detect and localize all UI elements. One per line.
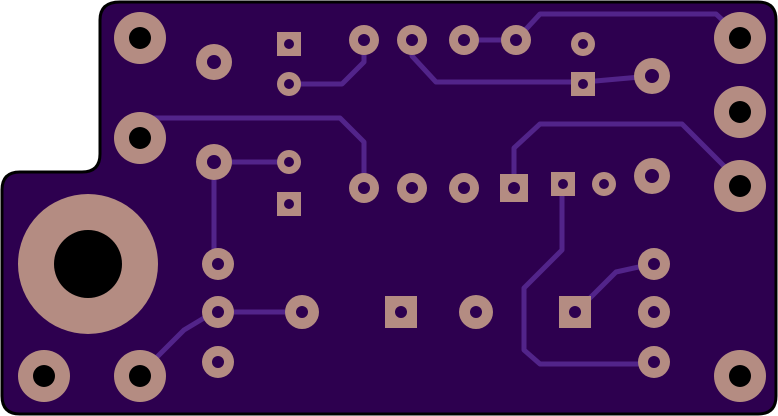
mount-hole-bottom-left-b	[114, 350, 166, 402]
round-pads	[196, 44, 670, 378]
header-top	[349, 25, 531, 55]
trace	[511, 121, 745, 191]
small-round-pad	[571, 32, 595, 56]
header-pin	[449, 25, 479, 55]
pad	[196, 144, 232, 180]
jack-hole	[54, 230, 122, 298]
header-pin	[397, 25, 427, 55]
mount-hole-top-left	[114, 12, 166, 64]
header-pin-square	[500, 174, 528, 202]
header-pin	[397, 173, 427, 203]
small-pads	[277, 32, 616, 216]
small-square-pad	[571, 72, 595, 96]
pad	[638, 346, 670, 378]
pad	[202, 248, 234, 280]
square-pad	[385, 296, 417, 328]
header-pin	[501, 25, 531, 55]
small-square-pad	[277, 192, 301, 216]
small-round-pad	[592, 172, 616, 196]
pad	[459, 295, 493, 329]
small-round-pad	[277, 150, 301, 174]
header-middle	[349, 173, 528, 203]
square-pad	[559, 296, 591, 328]
trace	[521, 181, 655, 367]
pad	[634, 158, 670, 194]
large-pads	[18, 12, 766, 402]
pad	[638, 296, 670, 328]
pad	[285, 295, 319, 329]
mount-hole-top-right	[714, 12, 766, 64]
small-round-pad	[277, 72, 301, 96]
header-pin	[449, 173, 479, 203]
pad	[634, 58, 670, 94]
header-pin	[349, 173, 379, 203]
pad	[202, 346, 234, 378]
square-pads-bottom	[385, 296, 591, 328]
pad	[202, 296, 234, 328]
mount-hole-bottom-right	[714, 350, 766, 402]
pad	[638, 248, 670, 280]
mount-hole-right-lower	[714, 160, 766, 212]
mount-hole-bottom-left-a	[18, 350, 70, 402]
header-pin	[349, 25, 379, 55]
small-square-pad	[551, 172, 575, 196]
mount-hole-right-upper	[714, 86, 766, 138]
trace	[137, 115, 367, 191]
mount-hole-mid-left	[114, 112, 166, 164]
small-square-pad	[277, 32, 301, 56]
pad	[196, 44, 232, 80]
audio-jack-footprint	[18, 194, 158, 334]
